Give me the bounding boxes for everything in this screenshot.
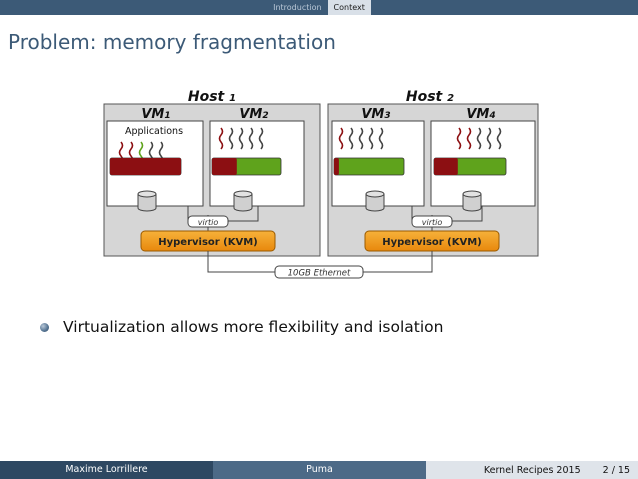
applications-label: Applications [125, 126, 183, 137]
bullet-text: Virtualization allows more flexibility a… [63, 318, 444, 336]
bullet-item: Virtualization allows more flexibility a… [40, 318, 443, 336]
vm-3-memory-bar [333, 157, 405, 176]
svg-text:Hypervisor (KVM): Hypervisor (KVM) [382, 237, 482, 248]
virtualization-diagram: Host 1 Host 2 VM1 Applications VM2 [103, 89, 539, 279]
footer-author: Maxime Lorrillere [0, 461, 213, 479]
svg-text:Hypervisor (KVM): Hypervisor (KVM) [158, 237, 258, 248]
virtio-link-host-1: virtio [187, 206, 259, 231]
top-navigation: Introduction Context [0, 0, 638, 15]
virtio-label-1: virtio [198, 218, 219, 227]
slide-title: Problem: memory fragmentation [8, 30, 336, 54]
vm-2-memory-used [212, 158, 237, 175]
hypervisor-host-2: Hypervisor (KVM) [364, 230, 500, 252]
footer-page-number: 2 / 15 [602, 464, 630, 476]
vm-4-memory-used [434, 158, 458, 175]
vm-4: VM4 [430, 107, 536, 212]
vm-2: VM2 [209, 107, 305, 212]
vm-3: VM3 [331, 107, 425, 212]
vm-3-memory-used [334, 158, 339, 175]
bullet-ball-icon [40, 322, 49, 332]
virtio-label-2: virtio [422, 218, 443, 227]
vm-1: VM1 Applications [106, 107, 204, 212]
footer-title: Puma [213, 461, 426, 479]
vm-1-label: VM1 [141, 107, 170, 122]
vm-4-label: VM4 [466, 107, 495, 122]
nav-section-introduction[interactable]: Introduction [273, 3, 322, 12]
network-label: 10GB Ethernet [288, 269, 351, 279]
vm-2-label: VM2 [239, 107, 268, 122]
vm-1-memory-used [110, 158, 181, 175]
footer-right: Kernel Recipes 2015 2 / 15 [426, 461, 638, 479]
hypervisor-host-1: Hypervisor (KVM) [140, 230, 276, 252]
vm-3-label: VM3 [361, 107, 390, 122]
host-1-label: Host 1 [188, 89, 236, 105]
virtio-link-host-2: virtio [411, 206, 483, 231]
host-2-label: Host 2 [406, 89, 454, 105]
network-link: 10GB Ethernet [207, 251, 433, 279]
footer-event: Kernel Recipes 2015 [483, 464, 581, 476]
nav-section-context[interactable]: Context [327, 0, 371, 15]
footer: Maxime Lorrillere Puma Kernel Recipes 20… [0, 461, 638, 479]
